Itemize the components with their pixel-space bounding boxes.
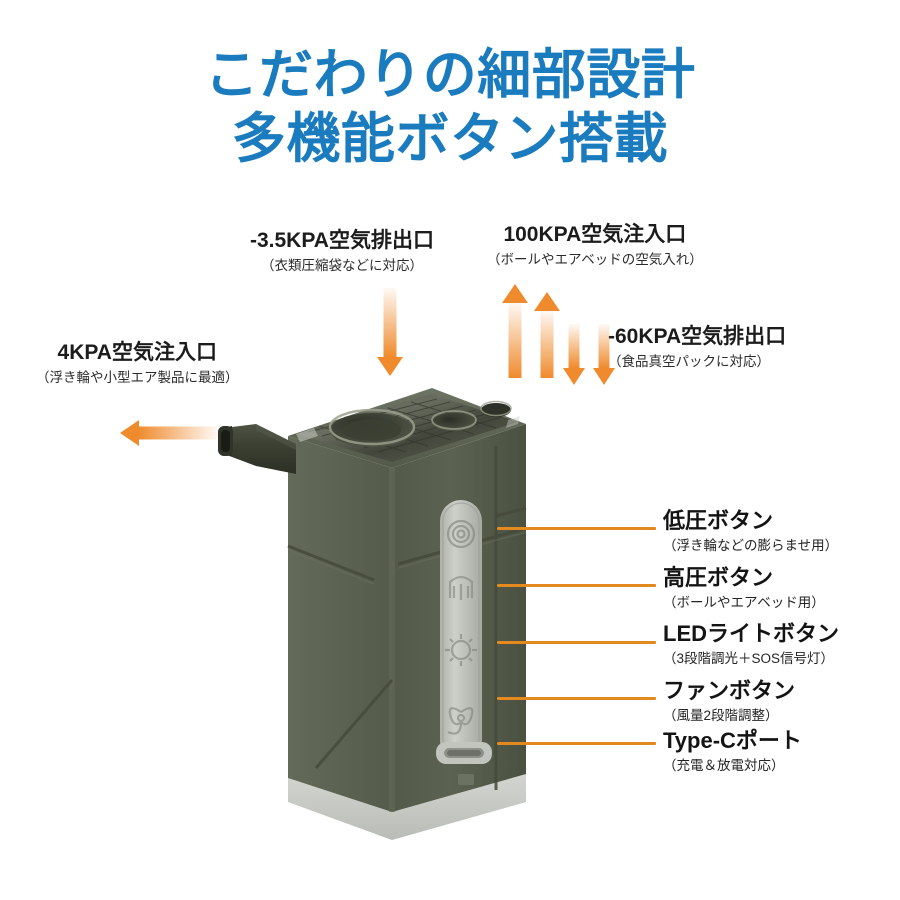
callout-intake-4kpa-title: 4KPA空気注入口: [57, 341, 217, 364]
body-seam-lines: [287, 446, 527, 790]
callout-exhaust-35kpa-subtitle: （衣類圧縮袋などに対応）: [260, 258, 423, 274]
arrow-head: [534, 292, 560, 311]
leader-line-low-pressure: [497, 527, 656, 530]
callout-exhaust-60kpa: -60KPA空気排出口 （食品真空パックに対応）: [608, 324, 786, 371]
callout-exhaust-60kpa-title: -60KPA空気排出口: [608, 325, 787, 348]
arrow-head: [563, 368, 585, 385]
arrow-shaft: [568, 324, 580, 368]
leader-line-led-light: [497, 641, 656, 644]
port-medium-opening: [432, 413, 476, 431]
type-c-port: [436, 742, 492, 764]
callout-intake-100kpa: 100KPA空気注入口 （ボールやエアベッドの空気入れ）: [487, 222, 703, 269]
callout-intake-100kpa-subtitle: （ボールやエアベッドの空気入れ）: [487, 252, 703, 268]
arrow-head: [377, 357, 403, 376]
body-left-face: [288, 436, 392, 812]
arrow-intake-100kpa-a: [500, 284, 530, 378]
leader-line-fan: [497, 697, 656, 700]
feature-label-led-light-button: LEDライトボタン （3段階調光＋SOS信号灯）: [663, 621, 839, 668]
feature-subtitle: （ボールやエアベッド用）: [663, 595, 825, 611]
leader-line-high-pressure: [497, 584, 656, 587]
feature-title: Type-Cポート: [663, 728, 802, 753]
feature-subtitle: （3段階調光＋SOS信号灯）: [663, 651, 835, 667]
arrow-head: [502, 284, 528, 303]
arrow-exhaust-60kpa-b: [590, 324, 618, 386]
arrow-shaft: [138, 426, 218, 440]
port-small-opening-a: [481, 403, 511, 417]
callout-intake-4kpa: 4KPA空気注入口 （浮き輪や小型エア製品に最適）: [36, 340, 239, 387]
feature-title: 低圧ボタン: [663, 508, 774, 533]
arrow-shaft: [540, 311, 554, 378]
feature-title: LEDライトボタン: [663, 621, 840, 646]
callout-exhaust-60kpa-subtitle: （食品真空パックに対応）: [608, 354, 770, 370]
control-panel: [440, 500, 482, 762]
arrow-head: [593, 368, 615, 385]
feature-label-high-pressure-button: 高圧ボタン （ボールやエアベッド用）: [663, 565, 825, 612]
feature-subtitle: （風量2段階調整）: [663, 708, 779, 724]
arrow-intake-100kpa-b: [532, 292, 562, 378]
callout-exhaust-35kpa: -3.5KPA空気排出口 （衣類圧縮袋などに対応）: [250, 228, 434, 275]
status-indicator: [458, 774, 474, 785]
callout-intake-100kpa-title: 100KPA空気注入口: [503, 223, 687, 246]
feature-title: ファンボタン: [663, 678, 796, 703]
arrow-shaft: [598, 324, 610, 368]
air-nozzle: [218, 424, 296, 474]
fan-icon: [447, 707, 474, 735]
arrow-exhaust-60kpa-a: [560, 324, 588, 386]
feature-title: 高圧ボタン: [663, 565, 774, 590]
spiral-icon: [446, 519, 476, 549]
pressure-icon: [448, 575, 474, 600]
feature-label-fan-button: ファンボタン （風量2段階調整）: [663, 678, 795, 725]
feature-subtitle: （浮き輪などの膨らませ用）: [663, 538, 839, 554]
feature-label-type-c-port: Type-Cポート （充電＆放電対応）: [663, 728, 802, 775]
arrow-intake-4kpa: [120, 418, 218, 448]
page-title: こだわりの細部設計 多機能ボタン搭載: [0, 44, 900, 171]
arrow-head: [120, 420, 139, 446]
leader-line-type-c: [497, 742, 656, 745]
sun-icon: [445, 634, 477, 666]
title-line-2: 多機能ボタン搭載: [231, 108, 669, 169]
arrow-exhaust-35kpa: [374, 288, 406, 376]
callout-intake-4kpa-subtitle: （浮き輪や小型エア製品に最適）: [36, 370, 239, 386]
feature-subtitle: （充電＆放電対応）: [663, 758, 785, 774]
arrow-shaft: [508, 303, 522, 378]
arrow-shaft: [383, 288, 397, 357]
callout-exhaust-35kpa-title: -3.5KPA空気排出口: [250, 229, 434, 252]
product-image: [196, 350, 636, 860]
feature-label-low-pressure-button: 低圧ボタン （浮き輪などの膨らませ用）: [663, 508, 838, 555]
title-line-1: こだわりの細部設計: [204, 45, 696, 105]
